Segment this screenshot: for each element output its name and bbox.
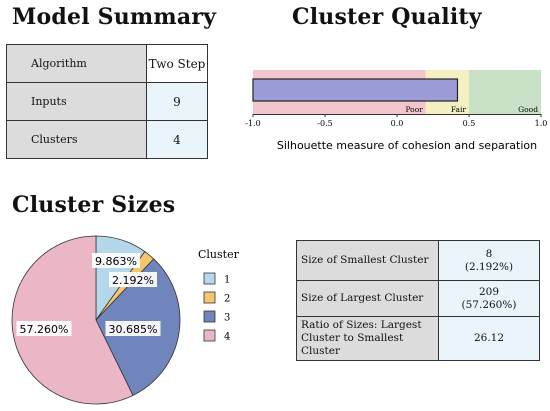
quality-zone-good [469,70,541,114]
cluster-size-table: Size of Smallest Cluster 8 (2.192%) Size… [296,240,540,362]
pie-label-1: 9.863% [92,253,140,268]
quality-tick-label: 0.5 [463,119,476,128]
quality-tick-label: -1.0 [245,119,260,128]
largest-cluster-percent: (57.260%) [461,298,517,311]
legend-swatch-3 [203,310,216,323]
pie-label-text: 9.863% [95,255,137,268]
pie-label-bg [105,321,161,336]
smallest-cluster-percent: (2.192%) [464,260,514,273]
clusters-label: Clusters [6,120,147,159]
pie-slice-4 [11,235,134,405]
legend-label-4: 4 [224,332,230,343]
largest-cluster-count: 209 [478,285,500,298]
pie-label-bg [16,321,72,336]
pie-label-4: 57.260% [16,321,72,336]
legend-swatch-4 [203,329,216,342]
table-row: Size of Smallest Cluster 8 (2.192%) [296,240,540,281]
largest-cluster-label: Size of Largest Cluster [296,280,439,317]
smallest-cluster-count: 8 [485,247,493,260]
table-row: Size of Largest Cluster 209 (57.260%) [296,280,540,317]
pie-label-2: 2.192% [109,272,157,287]
legend-swatch-1 [203,272,216,285]
cluster-quality-title: Cluster Quality [292,4,482,30]
quality-tick-label: -0.5 [317,119,332,128]
smallest-cluster-label: Size of Smallest Cluster [296,240,439,281]
quality-axis-title: Silhouette measure of cohesion and separ… [277,139,537,152]
pie-label-3: 30.685% [105,321,161,336]
cluster-sizes-title: Cluster Sizes [12,192,176,218]
ratio-value: 26.12 [438,315,540,362]
zone-label-fair: Fair [451,105,467,114]
silhouette-bar [252,78,459,102]
largest-cluster-value: 209 (57.260%) [438,280,540,317]
smallest-cluster-value: 8 (2.192%) [438,240,540,281]
clusters-value: 4 [146,120,208,159]
ratio-label: Ratio of Sizes: Largest Cluster to Small… [296,315,439,362]
model-summary-table: Algorithm Two Step Inputs 9 Clusters 4 [6,44,208,159]
table-row: Inputs 9 [6,82,208,121]
legend-label-3: 3 [224,313,230,324]
table-row: Ratio of Sizes: Largest Cluster to Small… [296,315,540,362]
zone-label-poor: Poor [405,105,423,114]
table-row: Algorithm Two Step [6,44,208,83]
pie-label-text: 30.685% [109,323,158,336]
legend-label-1: 1 [224,275,230,286]
quality-tick-label: 1.0 [535,119,548,128]
legend-swatch-2 [203,291,216,304]
pie-label-bg [109,272,157,287]
pie-label-text: 2.192% [112,274,154,287]
legend-label-2: 2 [224,294,230,305]
zone-label-good: Good [518,105,538,114]
quality-tick-label: 0.0 [391,119,404,128]
inputs-value: 9 [146,82,208,121]
table-row: Clusters 4 [6,120,208,159]
pie-label-bg [92,253,140,268]
model-summary-title: Model Summary [12,4,217,30]
inputs-label: Inputs [6,82,147,121]
pie-label-text: 57.260% [20,323,69,336]
pie-legend-title: Cluster [198,248,240,261]
